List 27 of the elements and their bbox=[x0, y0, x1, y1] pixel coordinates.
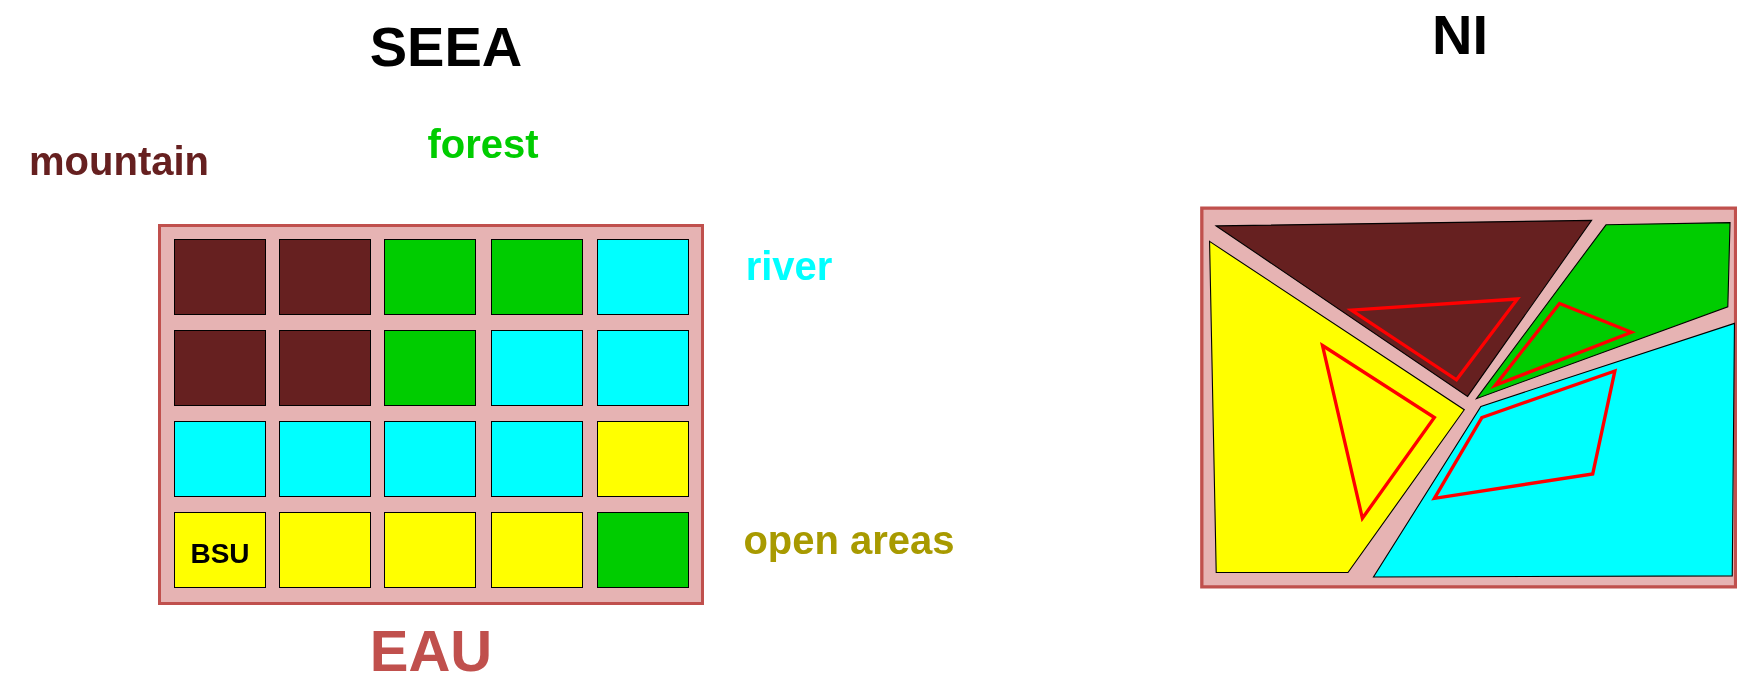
grid-cell bbox=[384, 330, 476, 406]
category-label: forest bbox=[427, 124, 539, 164]
grid-cell bbox=[597, 512, 689, 588]
grid-cell bbox=[279, 330, 371, 406]
grid-cell bbox=[384, 512, 476, 588]
grid-cell bbox=[174, 239, 266, 315]
grid-cell bbox=[491, 239, 583, 315]
grid-cell: BSU bbox=[174, 512, 266, 588]
grid-cell bbox=[174, 330, 266, 406]
grid-cell bbox=[491, 512, 583, 588]
heading: NI bbox=[1432, 7, 1488, 63]
category-label: river bbox=[745, 246, 833, 286]
heading: SEEA bbox=[369, 19, 523, 75]
grid-cell bbox=[597, 330, 689, 406]
grid-cell bbox=[174, 421, 266, 497]
grid-cell bbox=[384, 421, 476, 497]
grid-cell bbox=[279, 239, 371, 315]
grid-cell bbox=[491, 421, 583, 497]
grid-cell bbox=[491, 330, 583, 406]
grid-cell bbox=[597, 239, 689, 315]
grid-cell bbox=[597, 421, 689, 497]
grid-cell bbox=[279, 512, 371, 588]
grid-cell bbox=[384, 239, 476, 315]
area-label: EAU bbox=[368, 622, 494, 680]
category-label: mountain bbox=[29, 141, 209, 181]
grid-cell bbox=[279, 421, 371, 497]
category-label: open areas bbox=[743, 520, 955, 560]
